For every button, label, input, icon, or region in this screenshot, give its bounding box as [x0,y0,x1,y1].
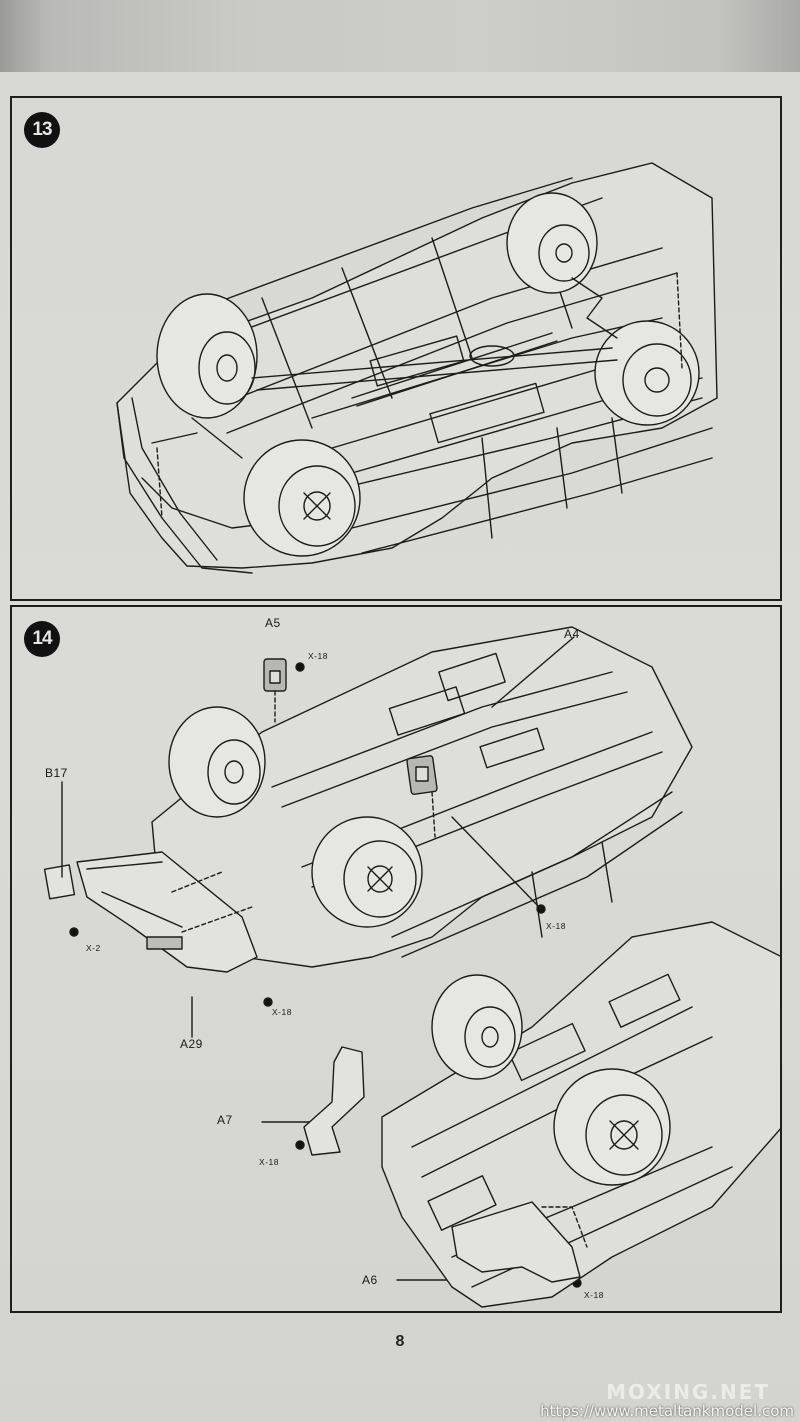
screw-label-a7: X-18 [259,1157,279,1167]
screw-label-a29: X-18 [272,1007,292,1017]
page-number: 8 [395,1333,405,1350]
source-url-watermark: https://www.metaltankmodel.com [540,1402,794,1420]
step-13-badge: 13 [24,112,60,148]
part-label-a6: A6 [362,1273,378,1287]
part-label-b17: B17 [45,766,68,780]
step-14-panel: 14 [10,605,782,1313]
part-label-a7: A7 [217,1113,233,1127]
screw-label-a5: X-18 [308,651,328,661]
watermark-logo: MOXING.NET [606,1380,770,1404]
step-14-assembly-illustration [43,626,780,1308]
screw-label-a6: X-18 [584,1290,604,1300]
step-13-underbody-illustration [116,162,718,574]
screw-label-b17: X-2 [86,943,101,953]
part-label-a29: A29 [180,1037,203,1051]
screw-label-a4: X-18 [546,921,566,931]
step-13-panel: 13 [10,96,782,601]
step-14-badge: 14 [24,621,60,657]
part-label-a4: A4 [564,627,580,641]
part-label-a5: A5 [265,616,281,630]
